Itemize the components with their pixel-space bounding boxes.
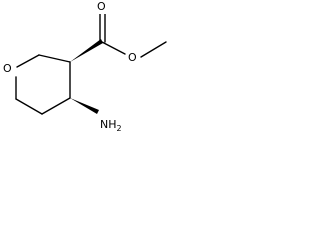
bond-c5-c6	[15, 98, 43, 115]
bond-carbonyl-ester-o	[101, 41, 126, 55]
bond-c4-c5	[41, 97, 71, 115]
bond-ring-o-c2	[16, 54, 40, 68]
ester-oxygen-bg	[127, 51, 139, 65]
carbonyl-oxygen-label: O	[97, 0, 106, 13]
wedge-bond-c4-amine	[70, 98, 99, 114]
wedge-bond-c3-carbonyl	[70, 39, 103, 62]
molecule-structure: O O O NH2	[3, 0, 167, 133]
amine-label: NH2	[100, 118, 122, 133]
ester-oxygen-label: O	[128, 51, 137, 64]
ring-oxygen-label: O	[3, 62, 12, 75]
bond-c2-c3	[38, 54, 71, 63]
ring-oxygen-bg	[3, 62, 15, 76]
carbonyl-oxygen-bg	[96, 0, 108, 14]
bond-ester-o-methyl	[140, 41, 167, 58]
